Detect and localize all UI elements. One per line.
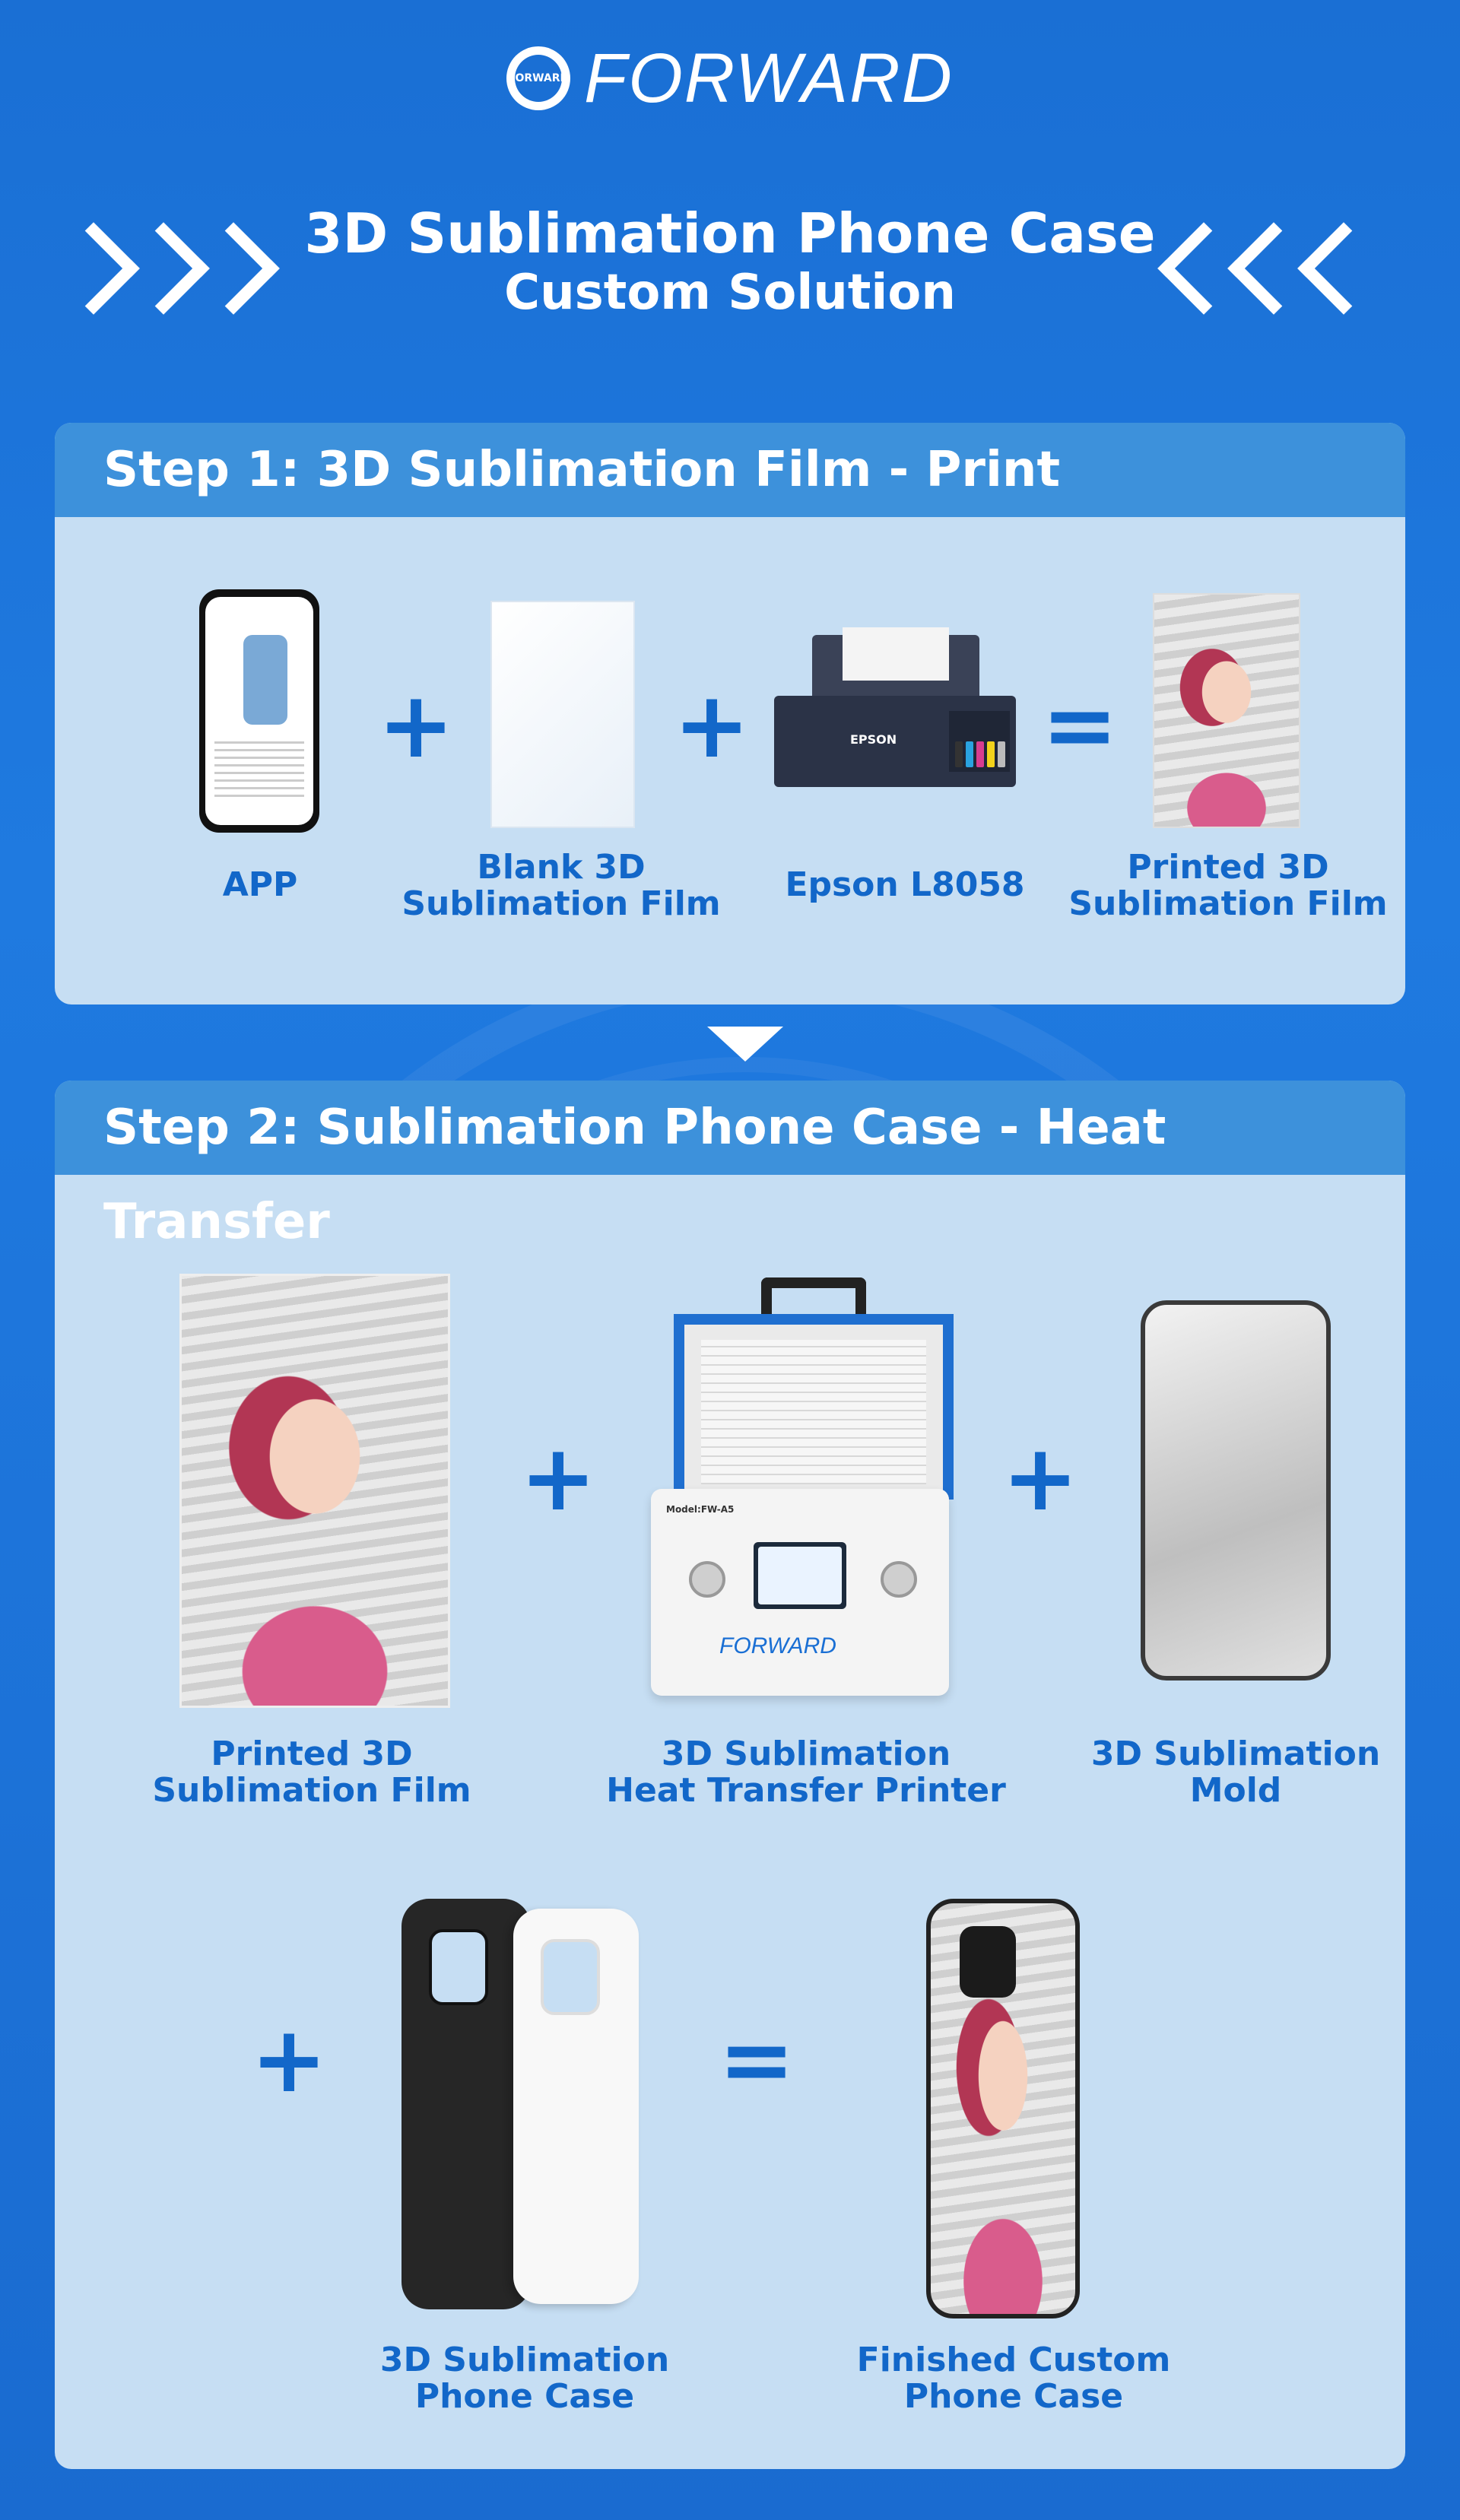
machine-brand: FORWARD: [719, 1633, 836, 1658]
arrow-down-icon: [707, 1027, 783, 1062]
brand-logo: FORWARD FORWARD: [0, 36, 1460, 120]
machine-model: Model:FW-A5: [666, 1504, 735, 1515]
plus-operator: +: [250, 2007, 328, 2113]
black-phone-case-icon: [402, 1899, 531, 2309]
printed-film-icon: [179, 1274, 450, 1708]
finished-case-icon: [926, 1899, 1080, 2318]
step1-label-printed-film: Printed 3D Sublimation Film: [1068, 848, 1388, 923]
white-phone-case-icon: [513, 1909, 639, 2304]
page-title-line2: Custom Solution: [504, 265, 956, 321]
plus-operator: +: [1001, 1426, 1079, 1531]
step1-label-app: APP: [222, 865, 298, 904]
brand-emblem-text: FORWARD: [508, 55, 569, 102]
heat-transfer-printer-icon: Model:FW-A5 FORWARD: [651, 1277, 954, 1696]
page-title: 3D Sublimation Phone Case Custom Solutio…: [0, 202, 1460, 320]
mold-icon: [1141, 1300, 1331, 1681]
step2-label-phone-case: 3D Sublimation Phone Case: [379, 2341, 670, 2416]
step2-label-mold: 3D Sublimation Mold: [1090, 1734, 1381, 1810]
brand-emblem-icon: FORWARD: [506, 46, 571, 110]
plus-operator: +: [519, 1426, 597, 1531]
step1-label-blank-film: Blank 3D Sublimation Film: [402, 848, 721, 923]
plus-operator: +: [377, 673, 455, 779]
equals-operator: =: [718, 2007, 795, 2113]
printer-icon: EPSON: [774, 627, 1016, 787]
step2-label-finished-case: Finished Custom Phone Case: [856, 2341, 1171, 2416]
printer-brand: EPSON: [850, 732, 897, 747]
blank-film-icon: [490, 601, 635, 828]
step1-title: Step 1: 3D Sublimation Film - Print: [55, 423, 1405, 517]
step2-title: Step 2: Sublimation Phone Case - Heat Tr…: [55, 1081, 1405, 1250]
brand-name: FORWARD: [584, 39, 954, 117]
printed-film-icon: [1153, 593, 1300, 828]
plus-operator: +: [673, 673, 751, 779]
step2-label-printed-film: Printed 3D Sublimation Film: [152, 1734, 471, 1810]
equals-operator: =: [1041, 673, 1119, 779]
page-title-line1: 3D Sublimation Phone Case: [304, 202, 1156, 265]
step2-label-heat-printer: 3D Sublimation Heat Transfer Printer: [606, 1734, 1006, 1810]
phone-app-icon: [199, 589, 319, 833]
step1-label-printer: Epson L8058: [785, 865, 1025, 904]
